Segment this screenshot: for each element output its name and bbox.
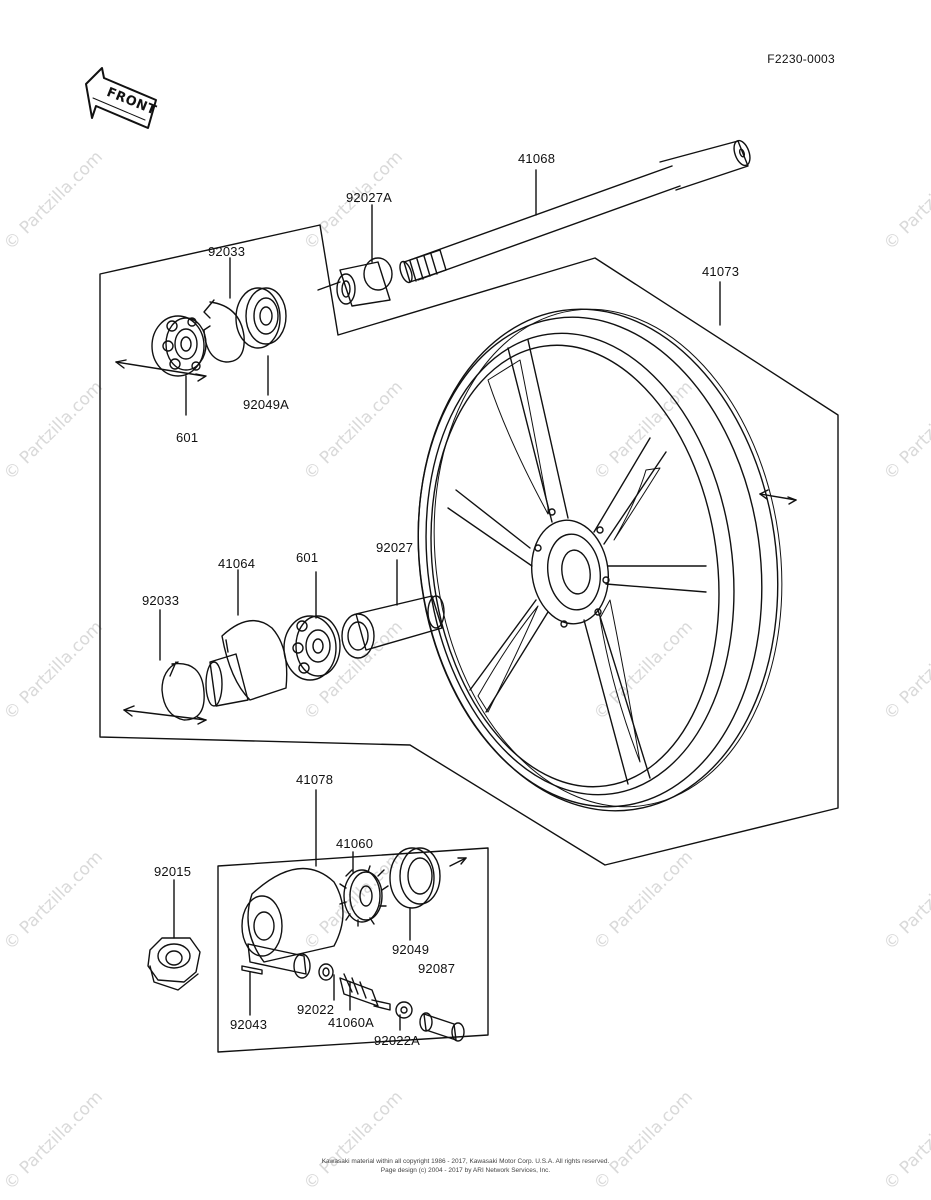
part-label-92027[interactable]: 92027 [376, 540, 414, 555]
part-label-41060A[interactable]: 41060A [328, 1015, 375, 1030]
part-label-41078[interactable]: 41078 [296, 772, 334, 787]
axle-shaft [399, 139, 751, 284]
circlip-92033-mid [161, 661, 205, 721]
washer-92022A [395, 1001, 413, 1019]
bushing [419, 1012, 465, 1042]
wheel-assembly-outline [99, 224, 839, 866]
part-label-41073[interactable]: 41073 [702, 264, 740, 279]
gear-housing-41078 [241, 867, 344, 979]
part-label-92022[interactable]: 92022 [297, 1002, 335, 1017]
gear-41060 [339, 865, 389, 927]
circlip-92033-top [203, 299, 245, 363]
part-label-92033-mid[interactable]: 92033 [142, 593, 180, 608]
part-label-92033[interactable]: 92033 [208, 244, 246, 259]
part-label-92049A[interactable]: 92049A [243, 397, 290, 412]
collar-92027A [336, 257, 393, 307]
part-label-601-mid[interactable]: 601 [296, 550, 319, 565]
washer-92022 [318, 963, 334, 981]
part-label-92043[interactable]: 92043 [230, 1017, 268, 1032]
figure-ref-code: F2230-0003 [767, 52, 835, 66]
part-label-41060[interactable]: 41060 [336, 836, 374, 851]
front-arrow-icon [85, 67, 157, 129]
part-label-92022A[interactable]: 92022A [374, 1033, 421, 1048]
part-label-41068[interactable]: 41068 [518, 151, 556, 166]
part-label-92049[interactable]: 92049 [392, 942, 430, 957]
pinion-shaft-41060A [339, 973, 391, 1011]
part-label-92087[interactable]: 92087 [418, 961, 456, 976]
part-label-41064[interactable]: 41064 [218, 556, 256, 571]
bearing-601-top [151, 315, 207, 377]
footer-page-design: Page design (c) 2004 - 2017 by ARI Netwo… [380, 1167, 551, 1174]
pin-92043 [241, 965, 263, 975]
part-label-92015[interactable]: 92015 [154, 864, 192, 879]
oil-seal-92049 [389, 847, 441, 909]
bearing-601-mid [283, 615, 341, 681]
part-label-601[interactable]: 601 [176, 430, 199, 445]
wheel-rim [417, 308, 783, 812]
axle-nut-92015 [147, 937, 201, 991]
footer-copyright: Kawasaki material within all copyright 1… [321, 1158, 610, 1165]
part-label-92027A[interactable]: 92027A [346, 190, 393, 205]
oil-seal-92049A [235, 287, 287, 349]
meter-drive-41064 [205, 619, 288, 707]
spacer-92027 [341, 595, 445, 659]
